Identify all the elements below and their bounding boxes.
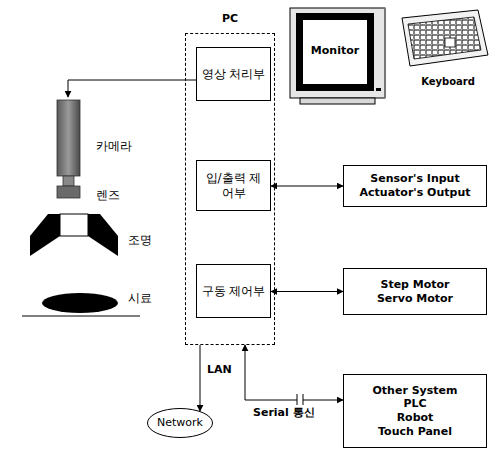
node-text: 구동 제어부 (199, 284, 269, 299)
node-text: Servo Motor (374, 292, 456, 306)
group-title: PC (186, 12, 274, 26)
node-text: Touch Panel (375, 425, 455, 439)
sample (42, 293, 118, 313)
text-stack: Other SystemPLCRobotTouch Panel (344, 375, 486, 447)
node-text: 입/출력 제어부 (197, 171, 270, 201)
part-label: Monitor (309, 44, 361, 57)
pc-group-box: PC영상 처리부입/출력 제어부구동 제어부 (185, 33, 275, 345)
text-stack: Sensor's InputActuator's Output (344, 166, 486, 206)
node-text: Step Motor (377, 278, 452, 292)
text-stack: Step MotorServo Motor (344, 269, 486, 314)
part-label: 시료 (128, 290, 152, 307)
light-ring (60, 214, 88, 236)
light-right (88, 214, 118, 256)
part-label: 카메라 (96, 138, 132, 155)
camera-signal-line (68, 80, 196, 97)
connector (245, 345, 343, 400)
node-text: Actuator's Output (357, 186, 474, 200)
light-left (30, 214, 60, 256)
edge-label: LAN (206, 363, 233, 376)
lens (57, 186, 80, 198)
process-box: Sensor's InputActuator's Output (343, 165, 487, 207)
process-box: 영상 처리부 (196, 47, 271, 101)
process-box: Other SystemPLCRobotTouch Panel (343, 374, 487, 448)
edge-label: Serial 통신 (252, 405, 316, 420)
node-text: Sensor's Input (367, 172, 462, 186)
connector (271, 186, 343, 187)
connector (271, 291, 343, 292)
text-stack: 입/출력 제어부 (197, 161, 270, 210)
node-text: 영상 처리부 (199, 67, 269, 82)
monitor-icon (290, 8, 385, 104)
process-box: Step MotorServo Motor (343, 268, 487, 315)
node-text: Robot (394, 411, 437, 425)
node-text: PLC (400, 397, 429, 411)
process-box: 입/출력 제어부 (196, 160, 271, 211)
text-stack: 구동 제어부 (197, 265, 270, 317)
node-text: Other System (370, 384, 461, 398)
connector (200, 345, 201, 411)
process-box: 구동 제어부 (196, 264, 271, 318)
part-label: 조명 (128, 232, 152, 249)
text-stack: Network (147, 408, 213, 438)
network-ellipse: Network (147, 408, 213, 438)
stage-line (22, 316, 140, 317)
text-stack: 영상 처리부 (197, 48, 270, 100)
camera-body (57, 100, 80, 176)
line-break-gap (297, 398, 303, 402)
part-label: 렌즈 (96, 187, 120, 204)
part-label: Keyboard (418, 76, 478, 87)
node-text: Network (154, 416, 206, 430)
keyboard-icon (402, 10, 488, 66)
lens (63, 176, 74, 186)
